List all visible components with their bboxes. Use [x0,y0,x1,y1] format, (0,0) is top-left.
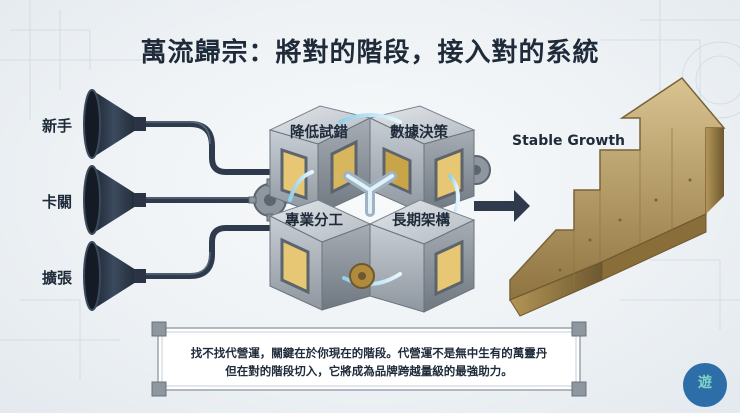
input-label-stuck: 卡關 [42,193,73,211]
funnel-2-icon [83,165,146,235]
growth-arrow-icon [509,77,726,317]
cube-label-data-decision: 數據決策 [390,125,448,141]
flow-arrows [288,113,460,286]
cube-block-bottom-left [268,199,372,311]
funnel-3-icon [83,241,146,311]
core-junction [343,171,397,217]
cube-block-top-right [368,105,476,215]
message-box-frame [151,321,587,397]
cube-label-long-term-architecture: 長期架構 [392,213,450,229]
output-arrow-icon [474,190,530,222]
output-label-stable-growth: Stable Growth [512,133,626,149]
funnel-1-icon [83,89,146,159]
cube-block-top-left [268,105,372,215]
page-title: 萬流歸宗：將對的階段，接入對的系統 [140,38,600,68]
pipe-3 [127,225,283,279]
message-box: 找不找代營運，關鍵在於你現在的階段。代營運不是無中生有的萬靈丹 但在對的階段切入… [158,328,580,390]
cube-label-reduce-trial-error: 降低試錯 [290,125,348,141]
input-label-beginner: 新手 [42,117,73,135]
message-line-1: 找不找代營運，關鍵在於你現在的階段。代營運不是無中生有的萬靈丹 [190,346,548,360]
cube-label-professional-division: 專業分工 [285,213,343,229]
message-line-2: 但在對的階段切入，它將成為品牌跨越量級的最強助力。 [225,364,513,378]
logo-text: 遊 [698,375,712,391]
bottom-gear-icon [349,263,375,289]
input-label-expansion: 擴張 [42,269,73,287]
pipe-1 [127,121,283,175]
brand-logo: 遊 [683,363,727,407]
cube-block-bottom-right [368,199,476,313]
